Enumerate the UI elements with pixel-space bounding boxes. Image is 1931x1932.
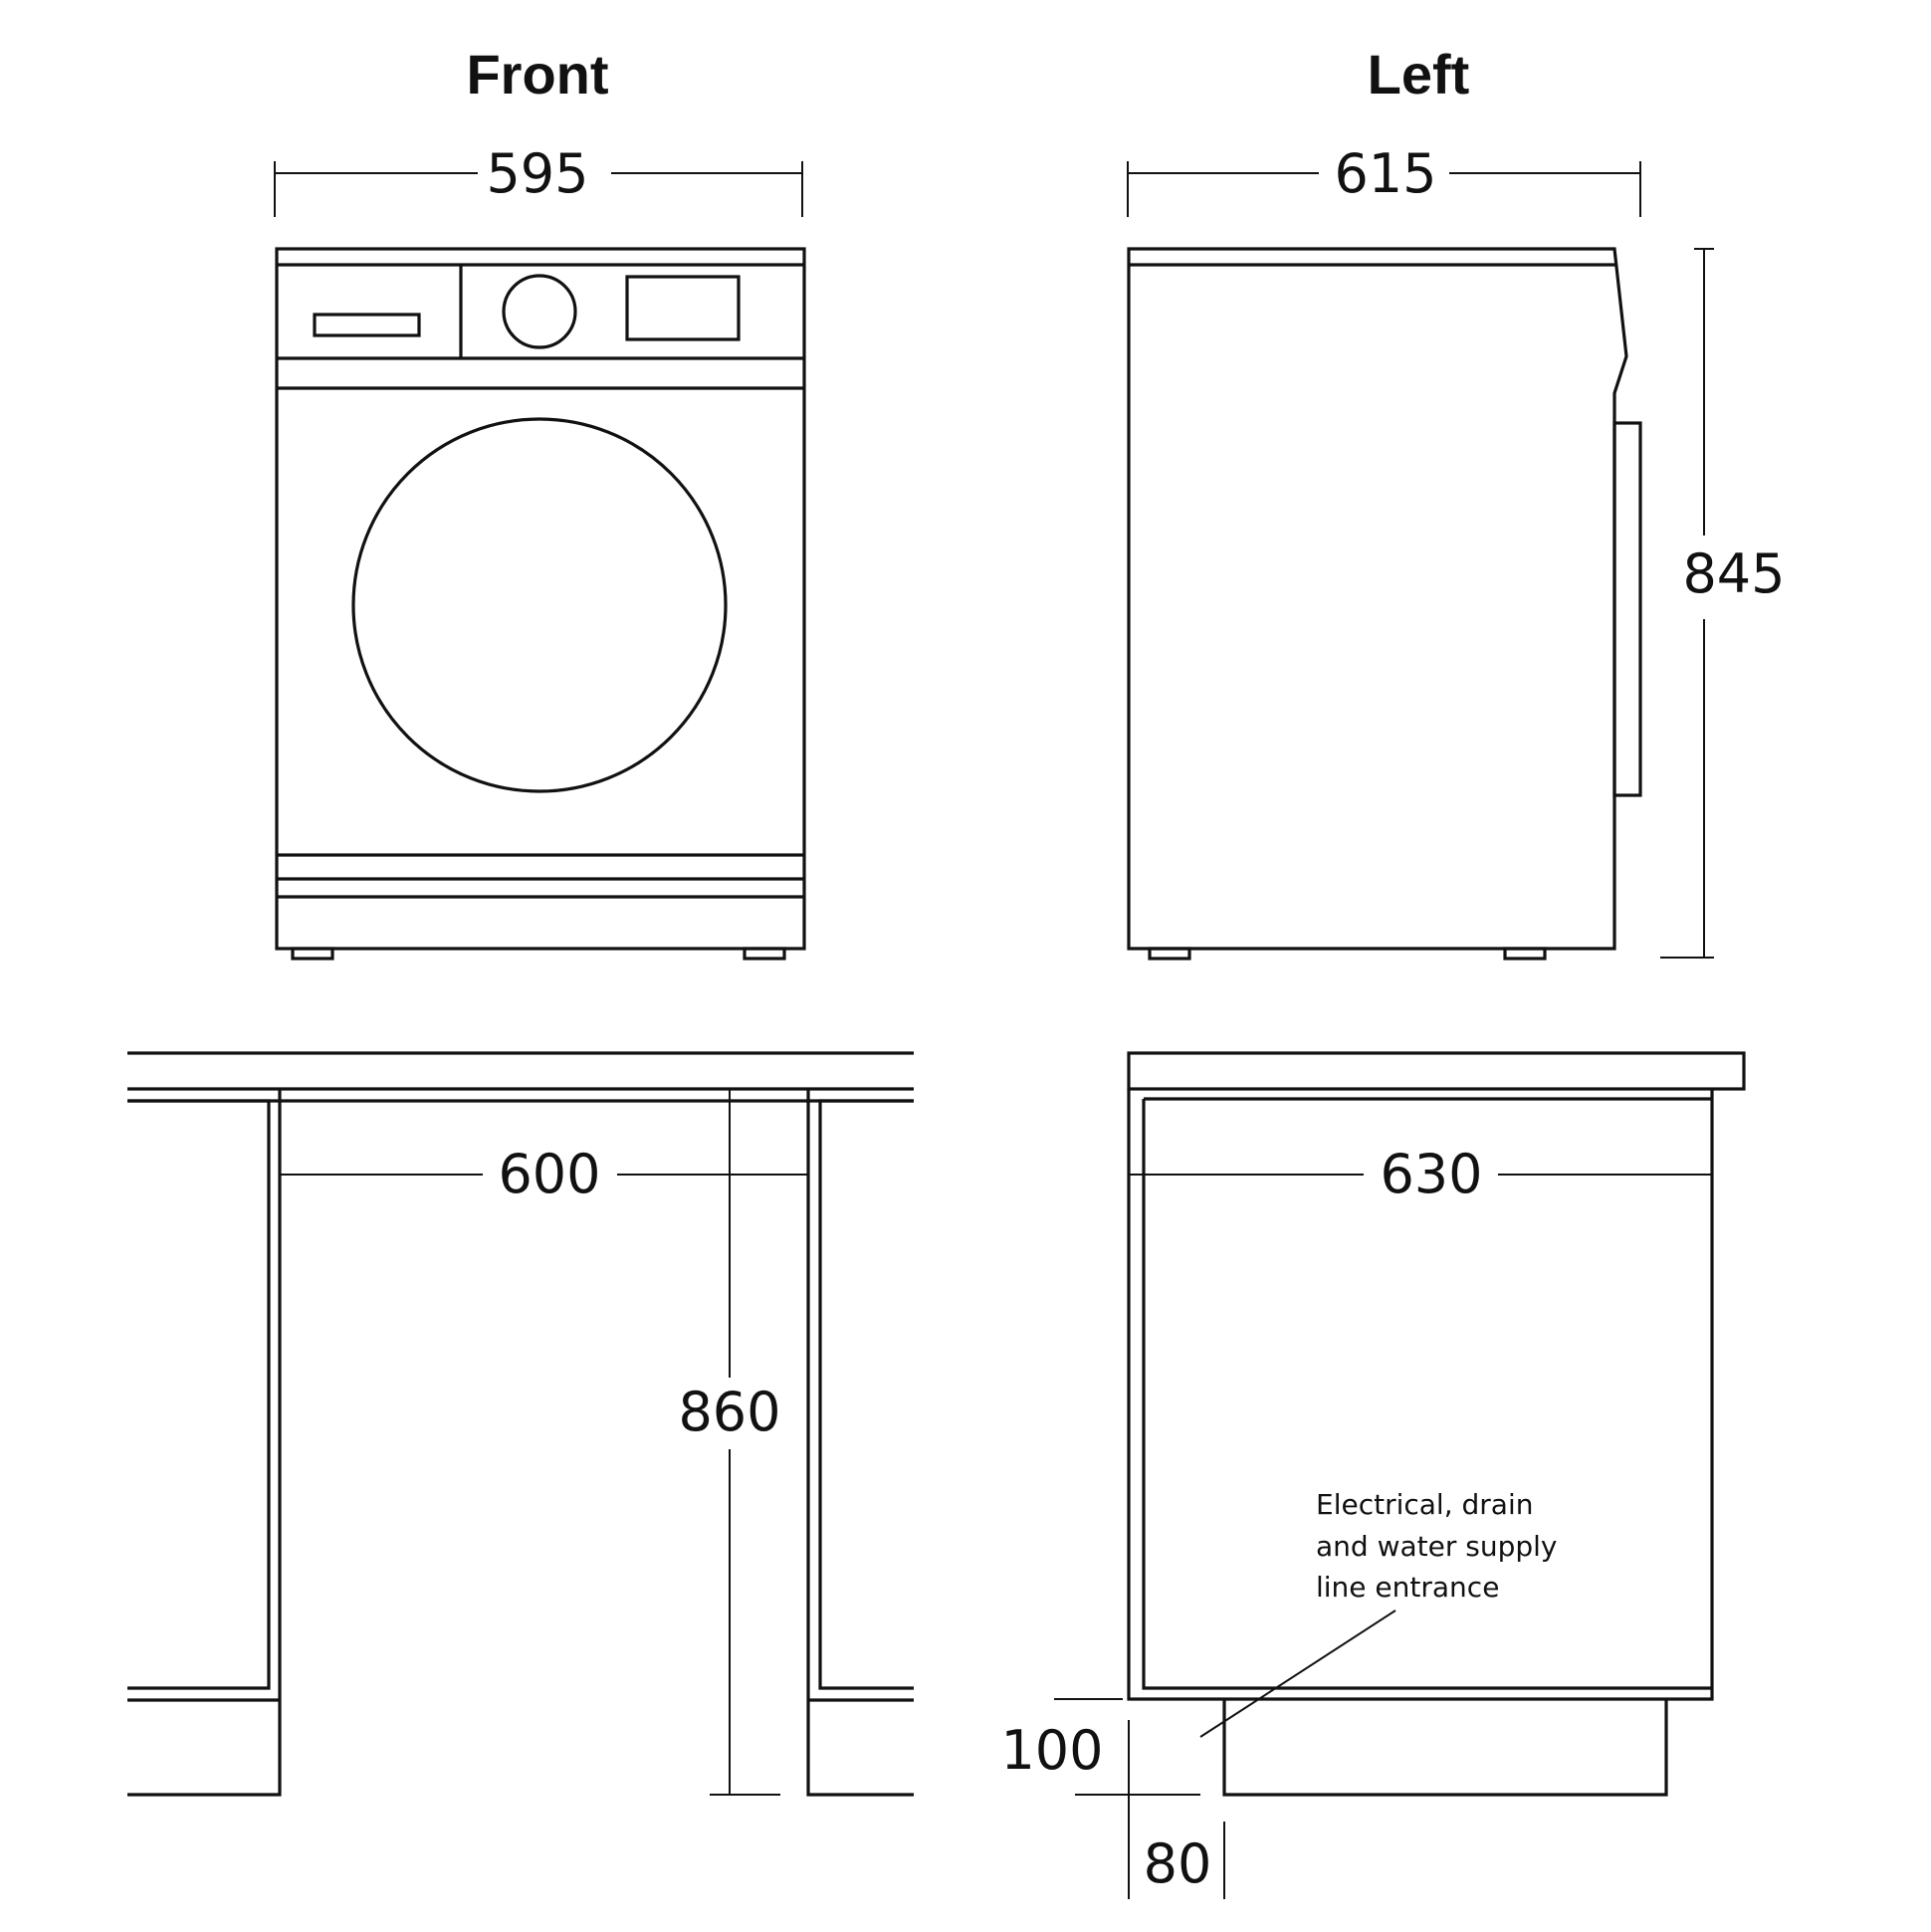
left-appliance: [1127, 247, 1642, 961]
cavity-height-label: 860: [678, 1381, 780, 1443]
door-porthole: [351, 417, 728, 793]
cavity-width-dimension: 600: [280, 1143, 808, 1205]
worktop-side: [1127, 1051, 1746, 1091]
front-appliance: [275, 247, 806, 961]
cavity-width-label: 600: [498, 1143, 600, 1205]
front-foot-left: [291, 947, 334, 961]
plinth-height-dimension: 100: [1000, 1698, 1200, 1899]
left-view-title: Left: [1368, 43, 1470, 106]
left-depth-dimension: 615: [1127, 142, 1641, 217]
annotation-line-3: line entrance: [1316, 1571, 1499, 1604]
left-height-dimension: 845: [1660, 248, 1786, 959]
front-foot-right: [743, 947, 786, 961]
cavity-depth-label: 630: [1380, 1143, 1482, 1205]
left-height-label: 845: [1682, 542, 1785, 605]
side-foot-back: [1503, 947, 1547, 961]
front-width-label: 595: [486, 142, 588, 205]
left-depth-label: 615: [1334, 142, 1436, 205]
cavity-side-view: 630 100 80 Electrical, drain and water s…: [1000, 1051, 1746, 1899]
annotation-line-1: Electrical, drain: [1316, 1488, 1533, 1521]
annotation-line-2: and water supply: [1316, 1530, 1557, 1563]
detergent-drawer: [313, 313, 421, 337]
plinth-setback-dimension: 80: [1144, 1822, 1225, 1899]
front-width-dimension: 595: [274, 142, 803, 217]
program-dial: [502, 274, 577, 349]
cavity-front-view: 600 860: [127, 1051, 914, 1797]
display-panel: [625, 275, 741, 341]
side-body-outline: [1127, 247, 1628, 951]
front-view-title: Front: [466, 43, 608, 106]
service-entry-annotation: Electrical, drain and water supply line …: [1199, 1488, 1557, 1738]
front-view: Front 595: [274, 43, 806, 961]
plinth-setback-label: 80: [1144, 1832, 1212, 1895]
cavity-height-dimension: 860: [678, 1089, 781, 1796]
front-body-outline: [275, 247, 806, 951]
side-foot-front: [1148, 947, 1191, 961]
side-door-profile: [1612, 421, 1642, 797]
cavity-depth-dimension: 630: [1129, 1143, 1712, 1205]
annotation-leader: [1199, 1610, 1396, 1738]
plinth-height-label: 100: [1000, 1719, 1103, 1782]
left-view: Left 615 845: [1127, 43, 1786, 961]
